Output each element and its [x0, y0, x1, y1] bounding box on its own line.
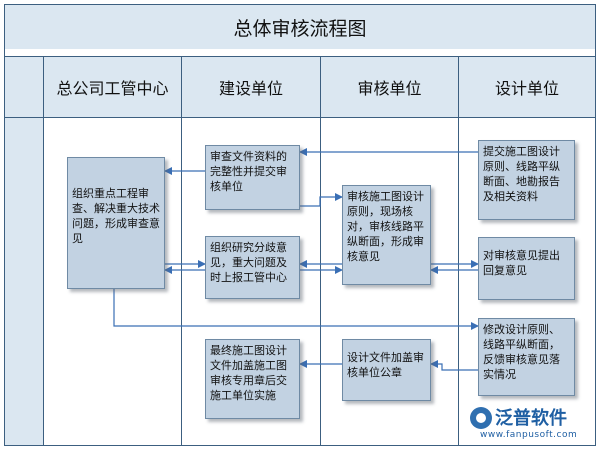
lane-title-audit: 审核单位: [357, 79, 422, 98]
box-construction-final: 最终施工图设计文件加盖施工图审核专用章后交施工单位实施: [205, 339, 300, 419]
lane-divider-3: [458, 57, 459, 445]
lane-header-row: [5, 57, 595, 118]
lane-title-hq: 总公司工管中心: [56, 79, 169, 98]
lane-divider-1: [181, 57, 182, 445]
left-margin-strip: [5, 118, 44, 445]
lane-title-design: 设计单位: [494, 79, 559, 98]
box-construction-organize: 组织研究分歧意见，重大问题及时上报工管中心: [205, 236, 300, 299]
brand-logo-url: www.fanpusoft.com: [480, 430, 578, 440]
brand-logo-icon: [470, 407, 492, 429]
brand-logo-name: 泛普软件: [495, 408, 567, 429]
box-design-revise: 修改设计原则、线路平纵断面，反馈审核意见落实情况: [478, 318, 575, 396]
box-construction-check: 审查文件资料的完整性并提交审核单位: [205, 145, 300, 210]
diagram-title: 总体审核流程图: [5, 5, 595, 50]
brand-logo: 泛普软件 www.fanpusoft.com: [470, 404, 595, 446]
box-design-submit: 提交施工图设计原则、线路平纵断面、地勘报告及相关资料: [478, 140, 575, 220]
box-audit-review: 审核施工图设计原则，现场核对，审核线路平纵断面，形成审核意见: [342, 185, 431, 285]
box-audit-stamp: 设计文件加盖审核单位公章: [342, 339, 431, 401]
lane-title-construction: 建设单位: [218, 79, 283, 98]
box-hq-review: 组织重点工程审查、解决重大技术问题，形成审查意见: [67, 157, 165, 289]
lane-divider-0: [43, 57, 44, 445]
box-design-reply: 对审核意见提出回复意见: [478, 237, 575, 300]
lane-divider-2: [320, 57, 321, 445]
title-spacer-band: [5, 49, 595, 57]
